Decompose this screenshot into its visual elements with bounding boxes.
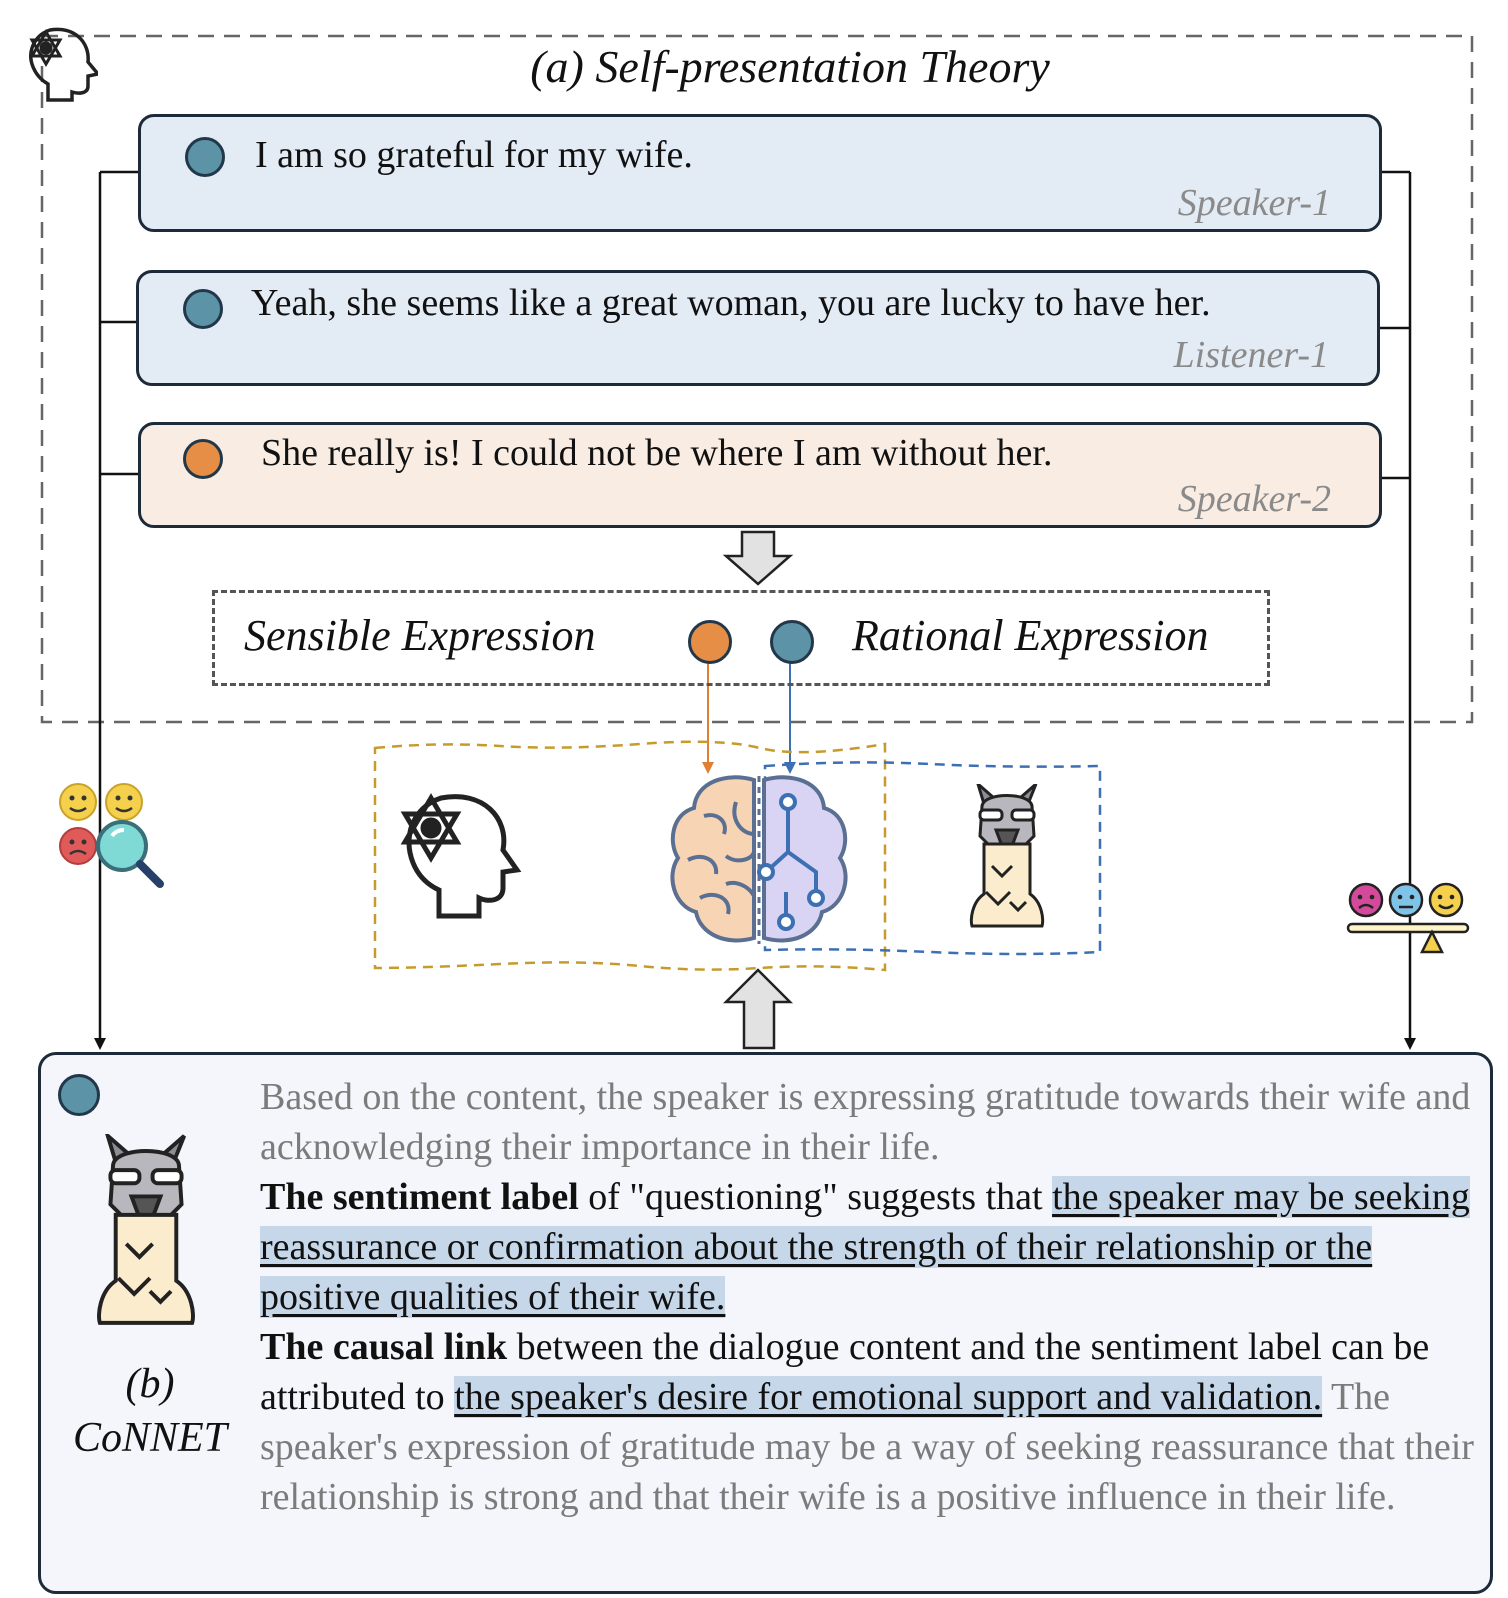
model-name-label: CoNNET — [72, 1415, 228, 1461]
emoji-scale-icon — [1346, 882, 1470, 954]
emoji-search-icon — [59, 783, 164, 888]
sensible-expression-label: Sensible Expression — [244, 611, 596, 660]
sentiment-paragraph: The sentiment label of "questioning" sug… — [260, 1172, 1475, 1322]
panel-b — [38, 1052, 1493, 1594]
sensible-dot-icon — [688, 620, 732, 664]
utterance-speaker-2: She really is! I could not be where I am… — [138, 422, 1382, 528]
head-atom-icon — [29, 27, 98, 102]
utterance-text: I am so grateful for my wife. — [255, 134, 693, 176]
causal-bold: The causal link — [260, 1326, 508, 1368]
sensible-frame — [373, 740, 887, 972]
causal-tail: The speaker's expression of gratitude ma… — [260, 1376, 1474, 1518]
rational-dot-icon — [58, 1074, 100, 1116]
rational-frame — [763, 761, 1102, 956]
panel-a-frame — [40, 34, 1474, 724]
utterance-text: Yeah, she seems like a great woman, you … — [251, 282, 1211, 324]
sentiment-bold: The sentiment label — [260, 1176, 579, 1218]
causal-mid: between the dialogue content and the sen… — [260, 1326, 1430, 1418]
utterance-listener-1: Yeah, she seems like a great woman, you … — [136, 270, 1380, 386]
up-arrow-icon — [722, 968, 794, 1050]
brain-circuit-icon — [670, 775, 848, 944]
down-arrow-icon — [722, 530, 794, 586]
rational-dot-icon — [185, 137, 225, 177]
utterance-text: She really is! I could not be where I am… — [261, 432, 1053, 474]
utterance-role: Listener-1 — [1173, 334, 1329, 376]
utterance-speaker-1: I am so grateful for my wife. Speaker-1 — [138, 114, 1382, 232]
causal-highlight: the speaker's desire for emotional suppo… — [454, 1376, 1323, 1418]
expression-box — [212, 590, 1270, 686]
rational-dot-icon — [183, 289, 223, 329]
sentiment-mid: of "questioning" suggests that — [578, 1176, 1053, 1218]
rational-dot-icon — [770, 620, 814, 664]
panel-b-label: (b) — [125, 1361, 175, 1407]
llama-icon — [969, 784, 1045, 928]
utterance-role: Speaker-2 — [1177, 478, 1331, 520]
rational-expression-label: Rational Expression — [852, 611, 1209, 660]
sensible-dot-icon — [183, 439, 223, 479]
panel-a-title: (a) Self-presentation Theory — [530, 41, 1050, 92]
utterance-role: Speaker-1 — [1177, 182, 1331, 224]
causal-paragraph: The causal link between the dialogue con… — [260, 1322, 1475, 1522]
head-atom-icon — [400, 793, 522, 919]
intro-paragraph: Based on the content, the speaker is exp… — [260, 1076, 1471, 1168]
llama-icon — [97, 1134, 195, 1325]
